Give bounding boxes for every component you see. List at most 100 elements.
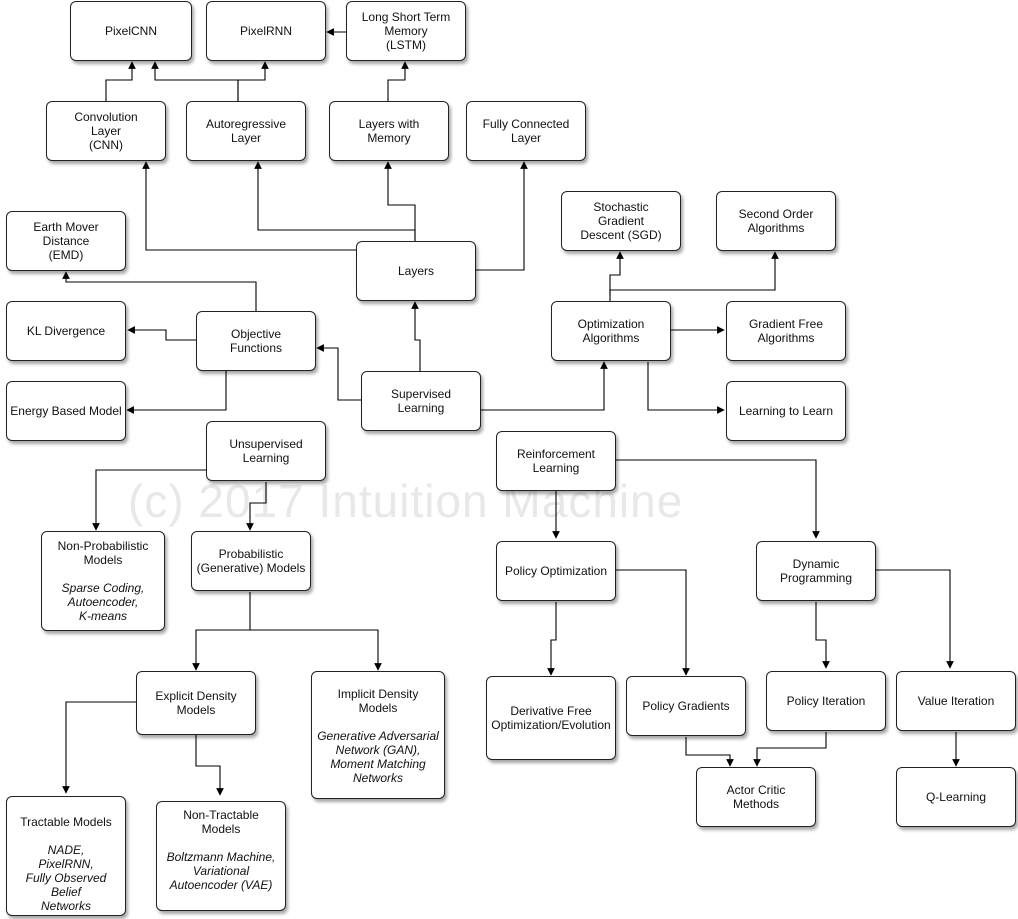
node-policy-optimization: Policy Optimization [496, 541, 616, 601]
node-label: Supervised Learning [390, 387, 452, 415]
edge-prob-explicit [192, 592, 251, 671]
edge-unsupervised-nonprob [92, 469, 206, 531]
node-label: Stochastic Gradient Descent (SGD) [580, 200, 662, 242]
node-label: Autoregressive Layer [205, 117, 287, 145]
edge-gradients-actorcritic [685, 737, 734, 767]
node-label: Value Iteration [917, 694, 995, 708]
edge-optimization-secondorder [609, 251, 779, 296]
node-label: Actor Critic Methods [726, 783, 786, 811]
node-label: Policy Optimization [504, 564, 608, 578]
node-label: Policy Gradients [642, 699, 730, 713]
node-label: Objective Functions [229, 327, 283, 355]
node-fully-connected: Fully Connected Layer [466, 101, 586, 161]
node-label: Dynamic Programming [779, 557, 853, 585]
node-explicit-density: Explicit Density Models [136, 671, 256, 735]
edge-dp-policyiteration [815, 602, 830, 669]
edge-autoregressive-pixelcnn [151, 61, 239, 101]
node-policy-gradients: Policy Gradients [626, 676, 746, 736]
edge-explicit-tractable [62, 701, 136, 794]
node-label: Probabilistic (Generative) Models [196, 547, 306, 575]
node-sgd: Stochastic Gradient Descent (SGD) [561, 191, 681, 251]
node-label: Q-Learning [925, 790, 987, 804]
node-label: PixelRNN [239, 24, 292, 38]
node-layers: Layers [356, 241, 476, 301]
node-label: Second Order Algorithms [738, 207, 814, 235]
edge-memory-lstm [387, 61, 409, 101]
node-unsupervised-learning: Unsupervised Learning [206, 421, 326, 481]
node-learning-to-learn: Learning to Learn [726, 381, 846, 441]
node-label: Learning to Learn [738, 404, 834, 418]
node-examples: Generative Adversarial Network (GAN), Mo… [317, 729, 439, 785]
edge-policyopt-gradients [616, 569, 690, 676]
node-autoregressive: Autoregressive Layer [186, 101, 306, 161]
node-label: Fully Connected Layer [482, 117, 570, 145]
node-non-probabilistic: Non-Probabilistic Models Sparse Coding, … [41, 531, 165, 631]
edge-layers-cnn [142, 161, 356, 251]
node-tractable-models: Tractable Models NADE, PixelRNN, Fully O… [6, 796, 126, 916]
node-pixelcnn: PixelCNN [70, 1, 192, 61]
edge-supervised-objective [316, 344, 361, 401]
node-examples: NADE, PixelRNN, Fully Observed Belief Ne… [25, 843, 107, 913]
node-second-order: Second Order Algorithms [716, 191, 836, 251]
node-gradient-free: Gradient Free Algorithms [726, 301, 846, 361]
edge-layers-fullyconnected [476, 161, 528, 271]
edge-layers-autoregressive [254, 161, 416, 242]
edge-unsupervised-prob [246, 482, 267, 531]
edge-cnn-pixelcnn [105, 61, 136, 101]
node-emd: Earth Mover Distance (EMD) [6, 211, 126, 271]
edge-policyiteration-actorcritic [753, 732, 827, 767]
node-policy-iteration: Policy Iteration [766, 671, 886, 731]
node-label: Earth Mover Distance (EMD) [33, 220, 99, 262]
node-value-iteration: Value Iteration [896, 671, 1016, 731]
node-probabilistic: Probabilistic (Generative) Models [191, 531, 311, 591]
edge-explicit-nontractable [195, 735, 224, 796]
edge-supervised-optimization [480, 361, 608, 411]
node-label: KL Divergence [26, 324, 106, 338]
edge-policyopt-derivfree [547, 602, 557, 676]
node-lstm: Long Short Term Memory (LSTM) [346, 1, 466, 61]
node-label: Optimization Algorithms [577, 317, 645, 345]
node-implicit-density: Implicit Density Models Generative Adver… [311, 671, 445, 799]
node-supervised-learning: Supervised Learning [361, 371, 481, 431]
node-label: Explicit Density Models [155, 689, 237, 717]
node-dynamic-programming: Dynamic Programming [756, 541, 876, 601]
node-kl-divergence: KL Divergence [6, 301, 126, 361]
node-label: Energy Based Model [10, 404, 122, 418]
edge-supervised-layers [411, 301, 421, 372]
edge-optimization-sgd [609, 251, 624, 302]
node-label: Non-Tractable Models [183, 808, 259, 836]
node-label: Layers with Memory [358, 117, 420, 145]
edge-autoregressive-pixelrnn [237, 61, 269, 101]
node-label: Long Short Term Memory (LSTM) [361, 10, 451, 52]
node-q-learning: Q-Learning [896, 767, 1016, 827]
edge-objective-kl [127, 326, 196, 341]
node-examples: Boltzmann Machine, Variational Autoencod… [166, 850, 276, 892]
node-label: Implicit Density Models [337, 687, 419, 715]
edge-prob-implicit [250, 629, 382, 671]
edge-objective-energy [126, 370, 227, 414]
edge-layers-memory [384, 161, 416, 242]
node-objective-functions: Objective Functions [196, 311, 316, 371]
node-label: Unsupervised Learning [229, 437, 303, 465]
node-label: Derivative Free Optimization/Evolution [491, 704, 611, 732]
node-label: Policy Iteration [786, 694, 866, 708]
node-energy-based-model: Energy Based Model [6, 381, 126, 441]
node-label: PixelCNN [104, 24, 157, 38]
node-label: Non-Probabilistic Models [57, 539, 149, 567]
node-label: Reinforcement Learning [516, 447, 596, 475]
edge-optimization-l2l [647, 362, 725, 414]
node-label: Tractable Models [20, 815, 112, 829]
node-label: Convolution Layer (CNN) [74, 110, 138, 152]
node-examples: Sparse Coding, Autoencoder, K-means [61, 581, 145, 623]
edge-rl-dp [616, 459, 820, 539]
node-layers-with-memory: Layers with Memory [329, 101, 449, 161]
node-non-tractable: Non-Tractable Models Boltzmann Machine, … [156, 801, 286, 911]
node-optimization-algorithms: Optimization Algorithms [551, 301, 671, 361]
node-reinforcement-learning: Reinforcement Learning [496, 431, 616, 491]
node-pixelrnn: PixelRNN [206, 1, 326, 61]
node-actor-critic: Actor Critic Methods [696, 767, 816, 827]
edge-objective-emd [62, 271, 257, 312]
edge-dp-valueiteration [876, 569, 954, 669]
